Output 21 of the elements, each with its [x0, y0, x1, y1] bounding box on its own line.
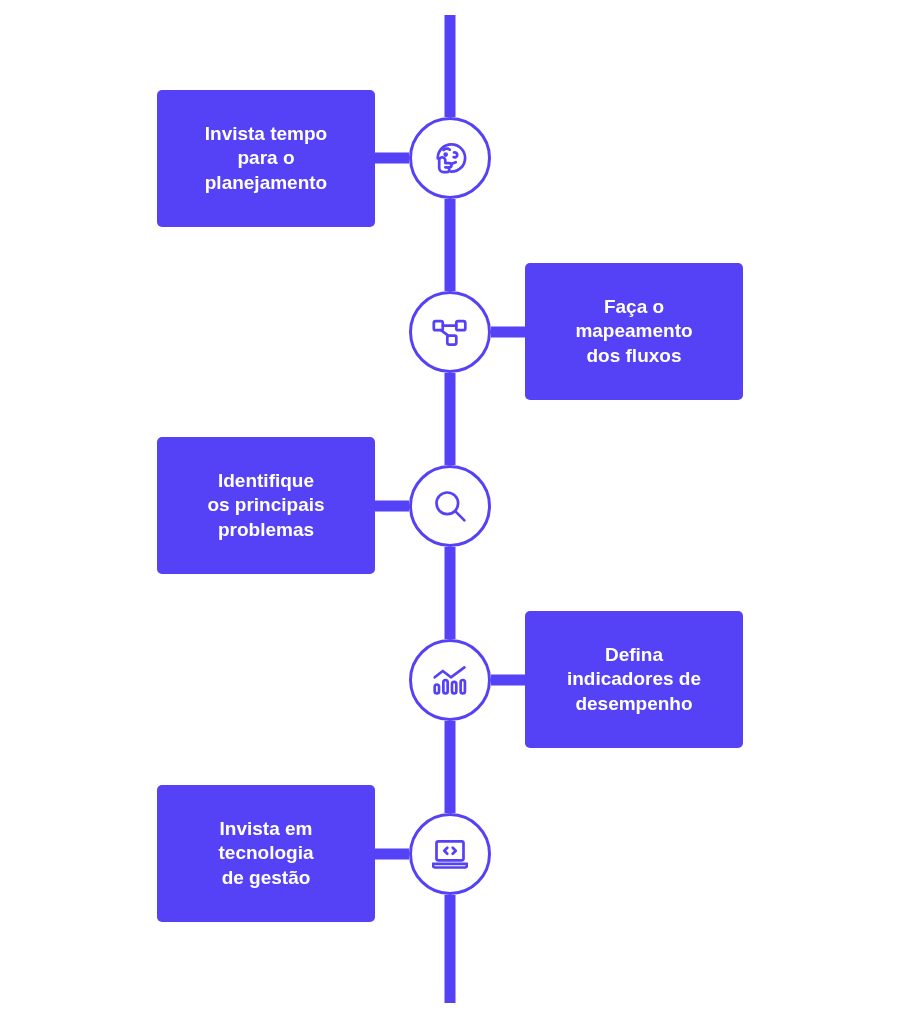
connector-line: [375, 848, 409, 860]
step-text: Faça o mapeamento dos fluxos: [574, 294, 694, 368]
connector-line: [491, 674, 525, 686]
step-text: Defina indicadores de desempenho: [565, 642, 703, 716]
timeline-line: [444, 199, 456, 291]
step-box: [157, 90, 375, 227]
step-box: [525, 263, 743, 400]
step-box: [157, 785, 375, 922]
timeline-line: [444, 547, 456, 639]
step-text: Invista em tecnologia de gestão: [217, 816, 315, 890]
timeline-line: [444, 15, 456, 117]
step-box: [525, 611, 743, 748]
step-box: [157, 437, 375, 574]
connector-line: [491, 326, 525, 338]
connector-line: [375, 152, 409, 164]
timeline-line: [444, 721, 456, 813]
timeline-line: [444, 895, 456, 1003]
timeline-line: [444, 373, 456, 465]
connector-line: [375, 500, 409, 512]
step-text: Identifique os principais problemas: [206, 468, 326, 542]
step-text: Invista tempo para o planejamento: [203, 121, 329, 195]
